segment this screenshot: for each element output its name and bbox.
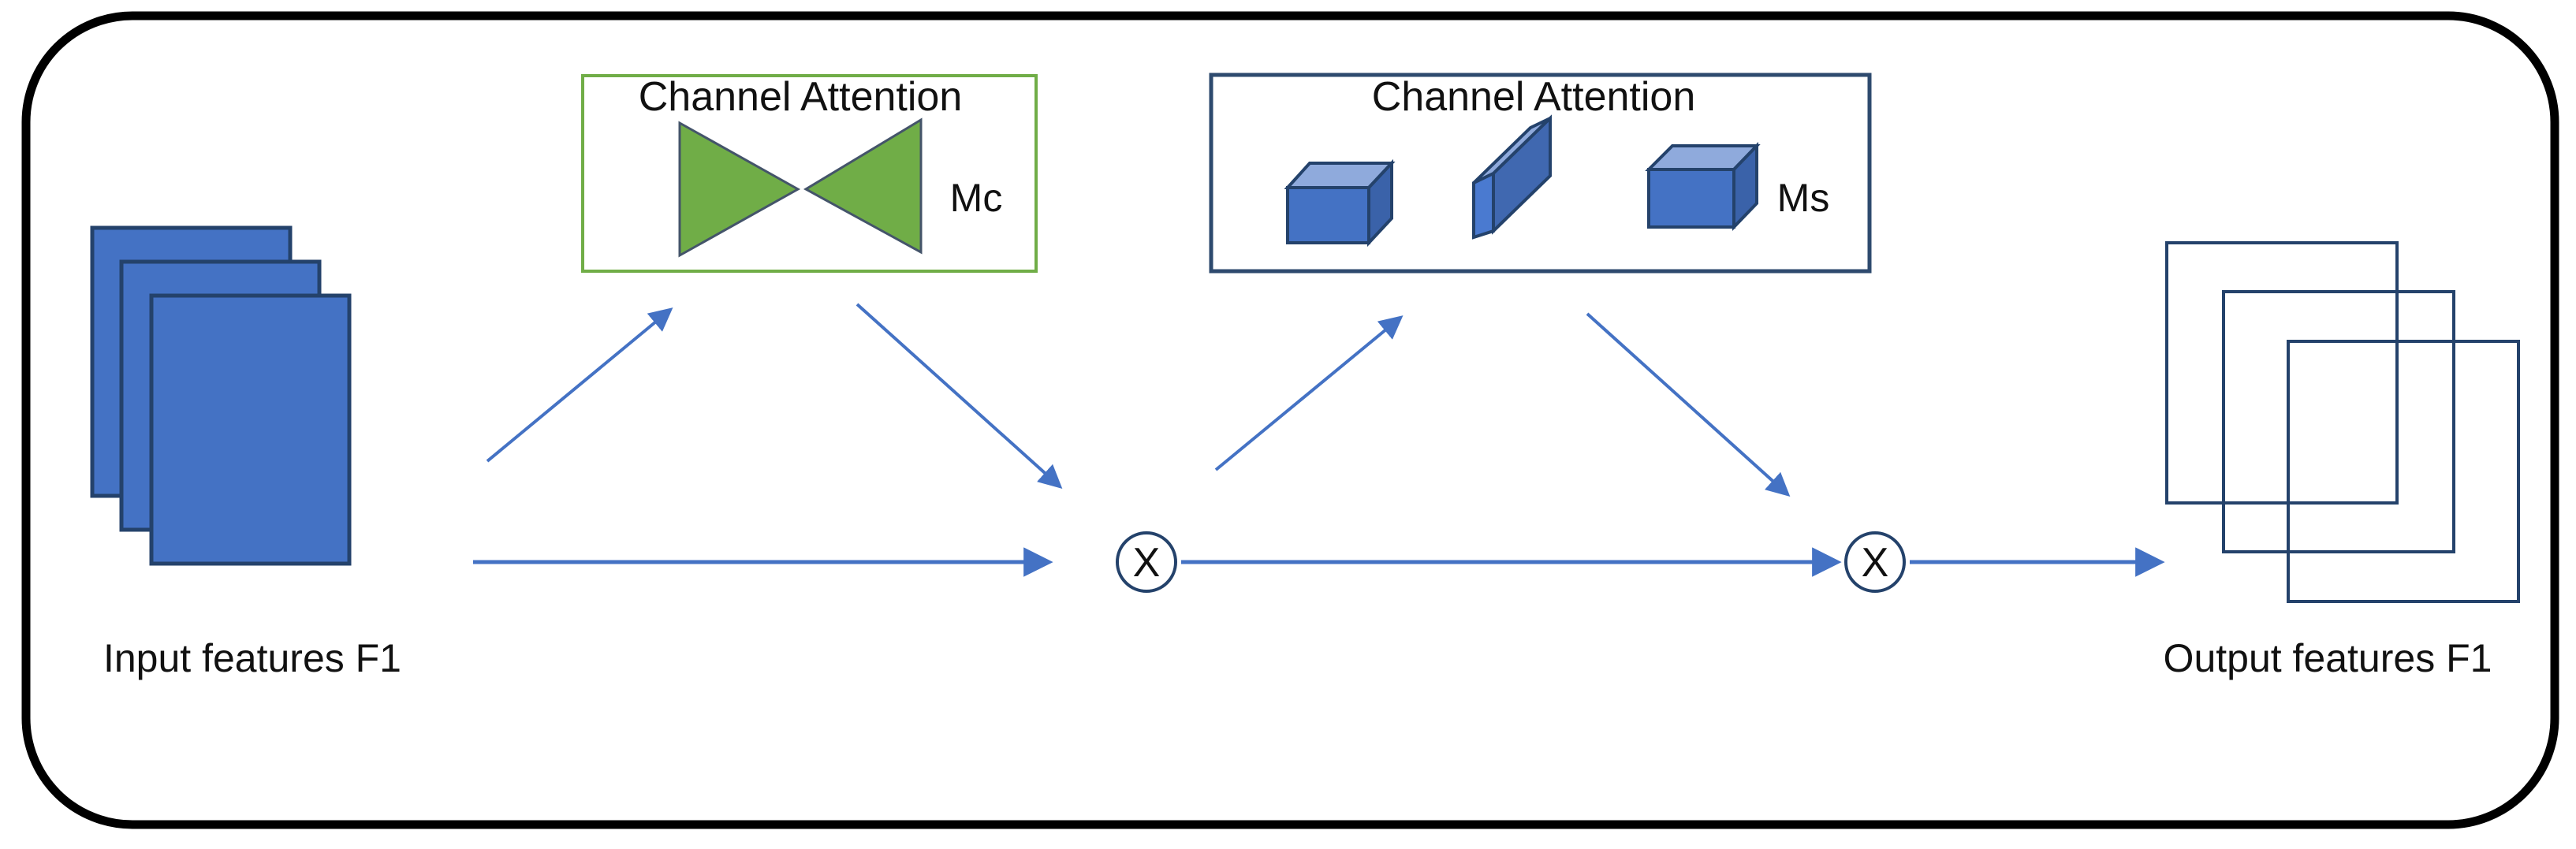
spatial-map-label: Ms	[1777, 176, 1830, 220]
input-feature-stack	[90, 225, 352, 566]
multiply-node-1: X	[1116, 531, 1177, 593]
arrow-spatial-attention-to-multiply2	[1586, 312, 1791, 497]
multiply2-symbol: X	[1862, 540, 1889, 586]
channel-map-label: Mc	[950, 176, 1003, 220]
output-feature-map-front	[2287, 340, 2520, 603]
output-feature-stack	[2165, 241, 2520, 603]
input-feature-map-front	[149, 293, 352, 566]
output-feature-map-middle	[2222, 290, 2455, 553]
slab-icon	[1472, 114, 1552, 240]
channel-attention-block-2: Channel Attention Ms	[1209, 73, 1872, 274]
cube-icon-1	[1284, 158, 1396, 248]
channel-attention-title: Channel Attention	[639, 74, 963, 120]
bowtie-left-triangle-icon	[678, 121, 801, 258]
flow-arrows	[473, 303, 2165, 577]
input-label: Input features F1	[103, 636, 401, 680]
channel-attention-block-1: Channel Attention Mc	[581, 74, 1038, 273]
channel-attention-box	[581, 74, 1038, 273]
output-feature-map-back	[2165, 241, 2399, 505]
spatial-attention-title: Channel Attention	[1372, 74, 1696, 120]
bowtie-right-triangle-icon	[803, 117, 923, 255]
cube1-front-face	[1286, 186, 1370, 244]
cube2-front-face	[1647, 168, 1735, 229]
multiply-node-2: X	[1844, 531, 1906, 593]
slab-front-face	[1472, 170, 1495, 240]
arrow-channel-attention-to-multiply1	[856, 303, 1063, 490]
arrow-input-to-channel-attention	[486, 307, 673, 463]
multiply1-symbol: X	[1133, 540, 1161, 586]
output-label: Output features F1	[2164, 636, 2492, 680]
multiply2-circle-icon	[1844, 531, 1906, 593]
arrow-multiply1-to-spatial-attention	[1214, 315, 1404, 471]
multiply1-circle-icon	[1116, 531, 1177, 593]
cube-icon-2	[1645, 142, 1761, 231]
